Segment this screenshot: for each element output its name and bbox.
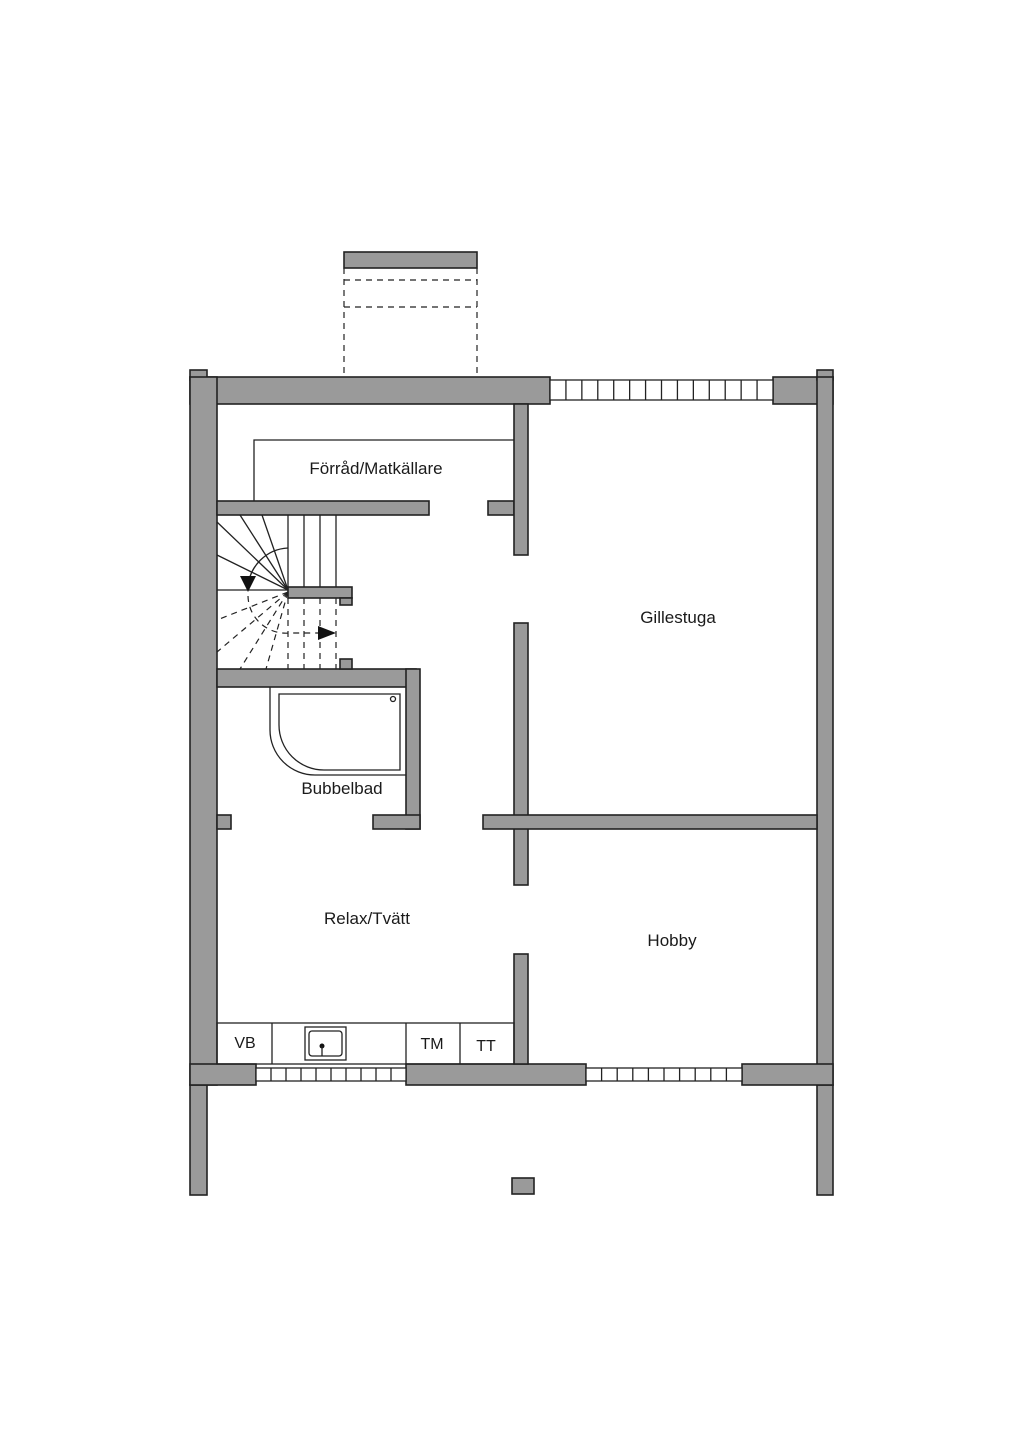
fixture-label-sink-cabinet: VB — [234, 1035, 255, 1052]
storage-shelf-outline — [253, 439, 514, 501]
room-label-hobby: Hobby — [647, 931, 697, 950]
room-label-relax-laundry: Relax/Tvätt — [324, 909, 410, 928]
room-label-bath: Bubbelbad — [301, 779, 382, 798]
window-bottom-right — [585, 1067, 743, 1082]
laundry-counter — [216, 1022, 515, 1065]
staircase — [216, 514, 337, 670]
sink-icon — [304, 1026, 347, 1061]
outer-walls — [189, 369, 834, 1196]
room-label-storage: Förråd/Matkällare — [309, 459, 442, 478]
stair-arrow-down-icon — [240, 576, 256, 592]
room-label-rec-room: Gillestuga — [640, 608, 716, 627]
bathtub — [269, 687, 406, 776]
interior-walls — [216, 403, 818, 1065]
fixture-label-tumble-dryer: TT — [476, 1038, 496, 1055]
window-bottom-left — [255, 1067, 407, 1082]
fixture-label-washing-machine: TM — [420, 1036, 443, 1053]
window-top-right — [549, 379, 774, 401]
entrance-canopy — [343, 251, 478, 377]
stair-arrow-right-icon — [318, 626, 336, 640]
